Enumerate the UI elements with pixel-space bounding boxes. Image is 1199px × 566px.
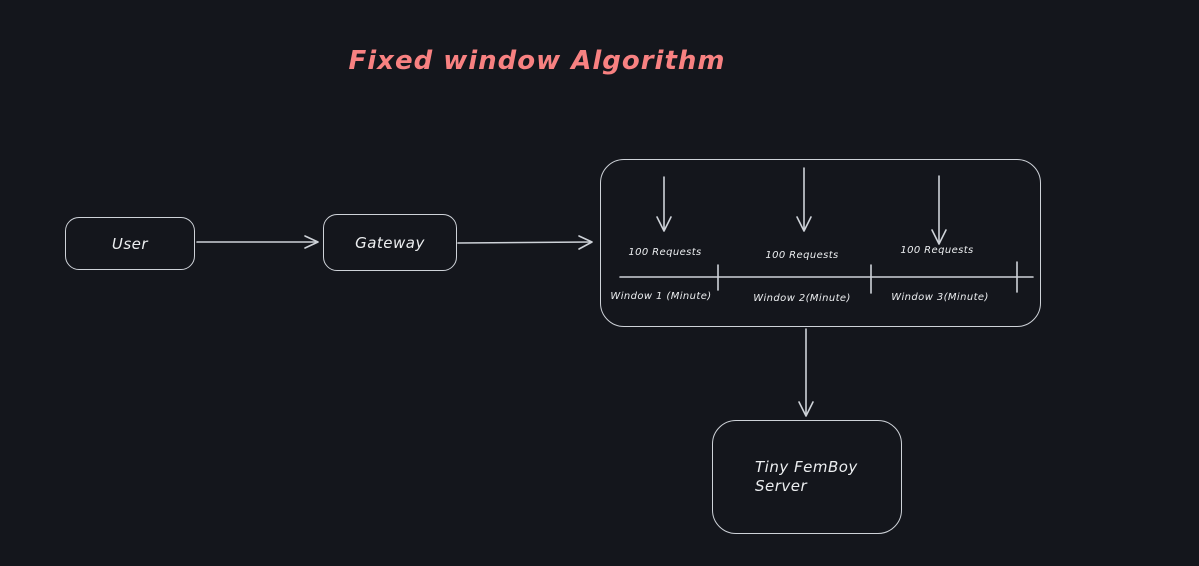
window-label-1: Window 1 (Minute) — [610, 291, 712, 302]
node-server[interactable]: Tiny FemBoy Server — [712, 420, 902, 534]
arrow-gateway-to-windows — [457, 235, 593, 250]
window-label-2: Window 2(Minute) — [753, 293, 851, 304]
fixed-window-container[interactable] — [600, 159, 1041, 327]
diagram-title: Fixed window Algorithm — [348, 46, 726, 76]
gateway-label: Gateway — [355, 233, 425, 252]
requests-label-window-2: 100 Requests — [765, 250, 839, 261]
arrow-windows-to-server — [798, 328, 814, 417]
requests-label-window-3: 100 Requests — [900, 245, 974, 256]
node-user[interactable]: User — [65, 217, 195, 270]
server-label: Tiny FemBoy Server — [755, 457, 858, 496]
window-label-3: Window 3(Minute) — [891, 292, 989, 303]
user-label: User — [111, 234, 149, 253]
arrow-user-to-gateway — [196, 235, 319, 249]
requests-label-window-1: 100 Requests — [628, 247, 702, 258]
node-gateway[interactable]: Gateway — [323, 214, 457, 271]
